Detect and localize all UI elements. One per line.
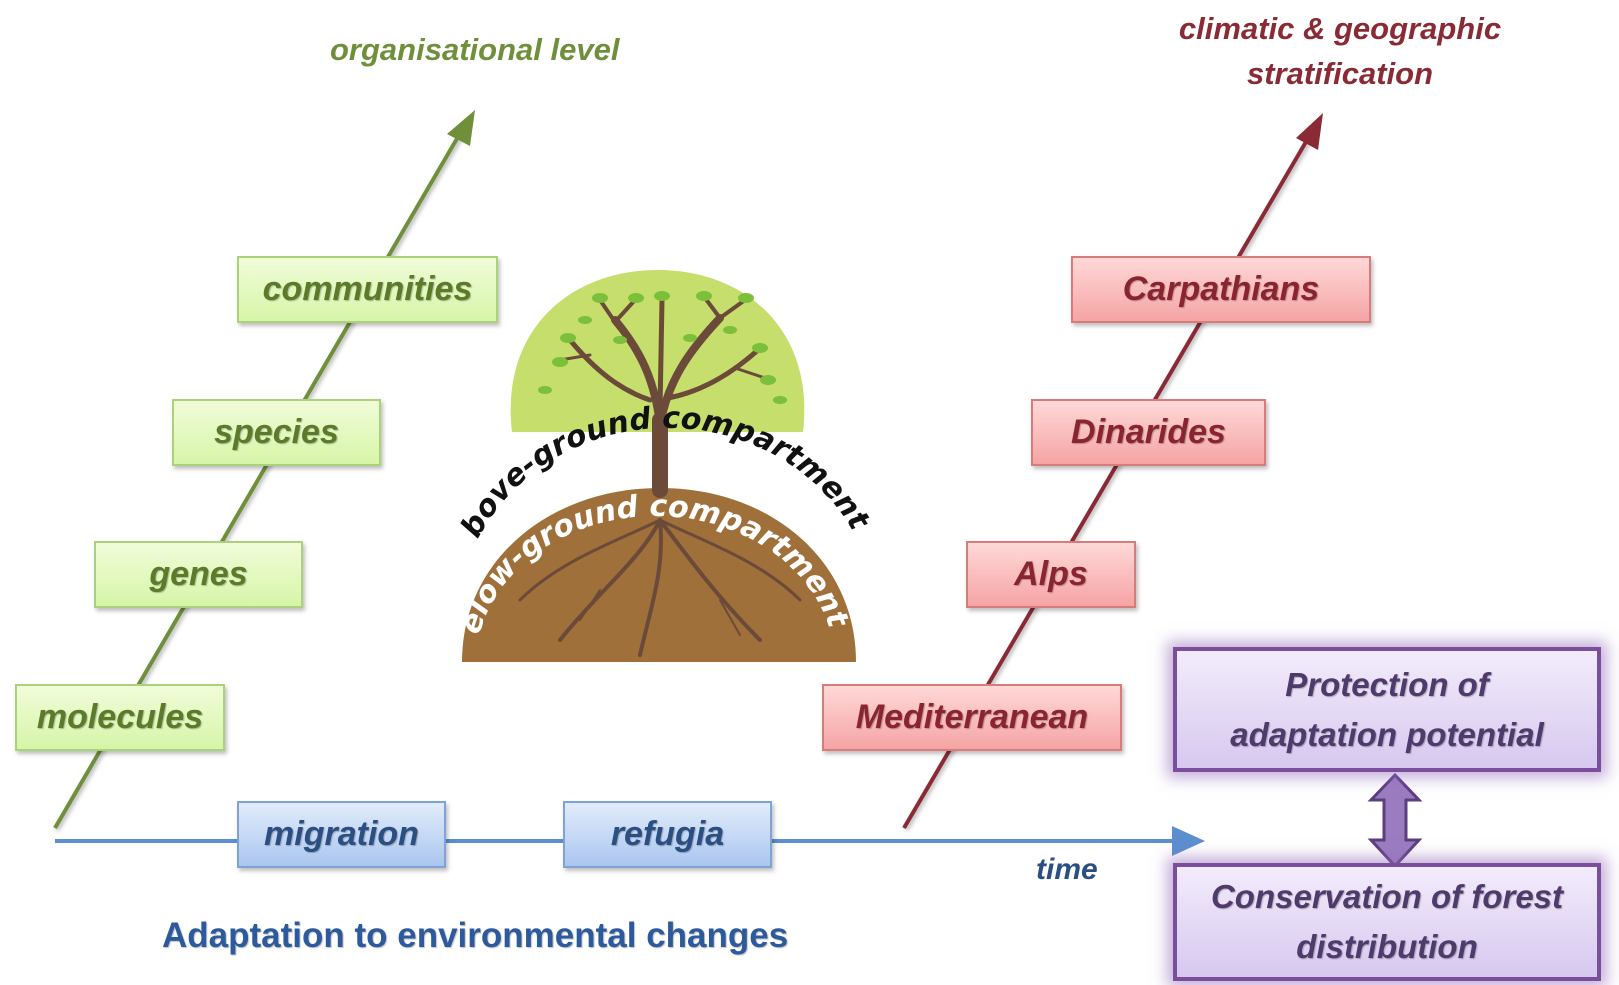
adaptation-title: Adaptation to environmental changes xyxy=(162,916,789,955)
level-molecules-box: molecules xyxy=(15,684,225,751)
protection-line1: Protection of xyxy=(1285,665,1489,703)
conservation-line1: Conservation of forest xyxy=(1210,878,1564,915)
process-migration-box: migration xyxy=(237,801,446,868)
protection-line2: adaptation potential xyxy=(1230,715,1544,753)
region-alps-box: Alps xyxy=(966,541,1136,608)
level-species-box: species xyxy=(172,399,381,466)
level-communities-box: communities xyxy=(237,256,498,323)
region-mediterranean-box: Mediterranean xyxy=(822,684,1122,751)
double-arrow-icon xyxy=(1367,772,1423,869)
process-refugia-box: refugia xyxy=(563,801,772,868)
organisational-level-label: organisational level xyxy=(330,32,620,67)
level-genes-box: genes xyxy=(94,541,303,608)
time-label: time xyxy=(1036,853,1098,886)
region-dinarides-box: Dinarides xyxy=(1031,399,1266,466)
region-carpathians-box: Carpathians xyxy=(1071,256,1371,323)
protection-box: Protection of adaptation potential xyxy=(1173,647,1601,772)
conservation-line2: distribution xyxy=(1296,928,1478,965)
conservation-box: Conservation of forest distribution xyxy=(1173,863,1601,981)
climatic-stratification-label: climatic & geographic stratification xyxy=(1178,11,1502,91)
